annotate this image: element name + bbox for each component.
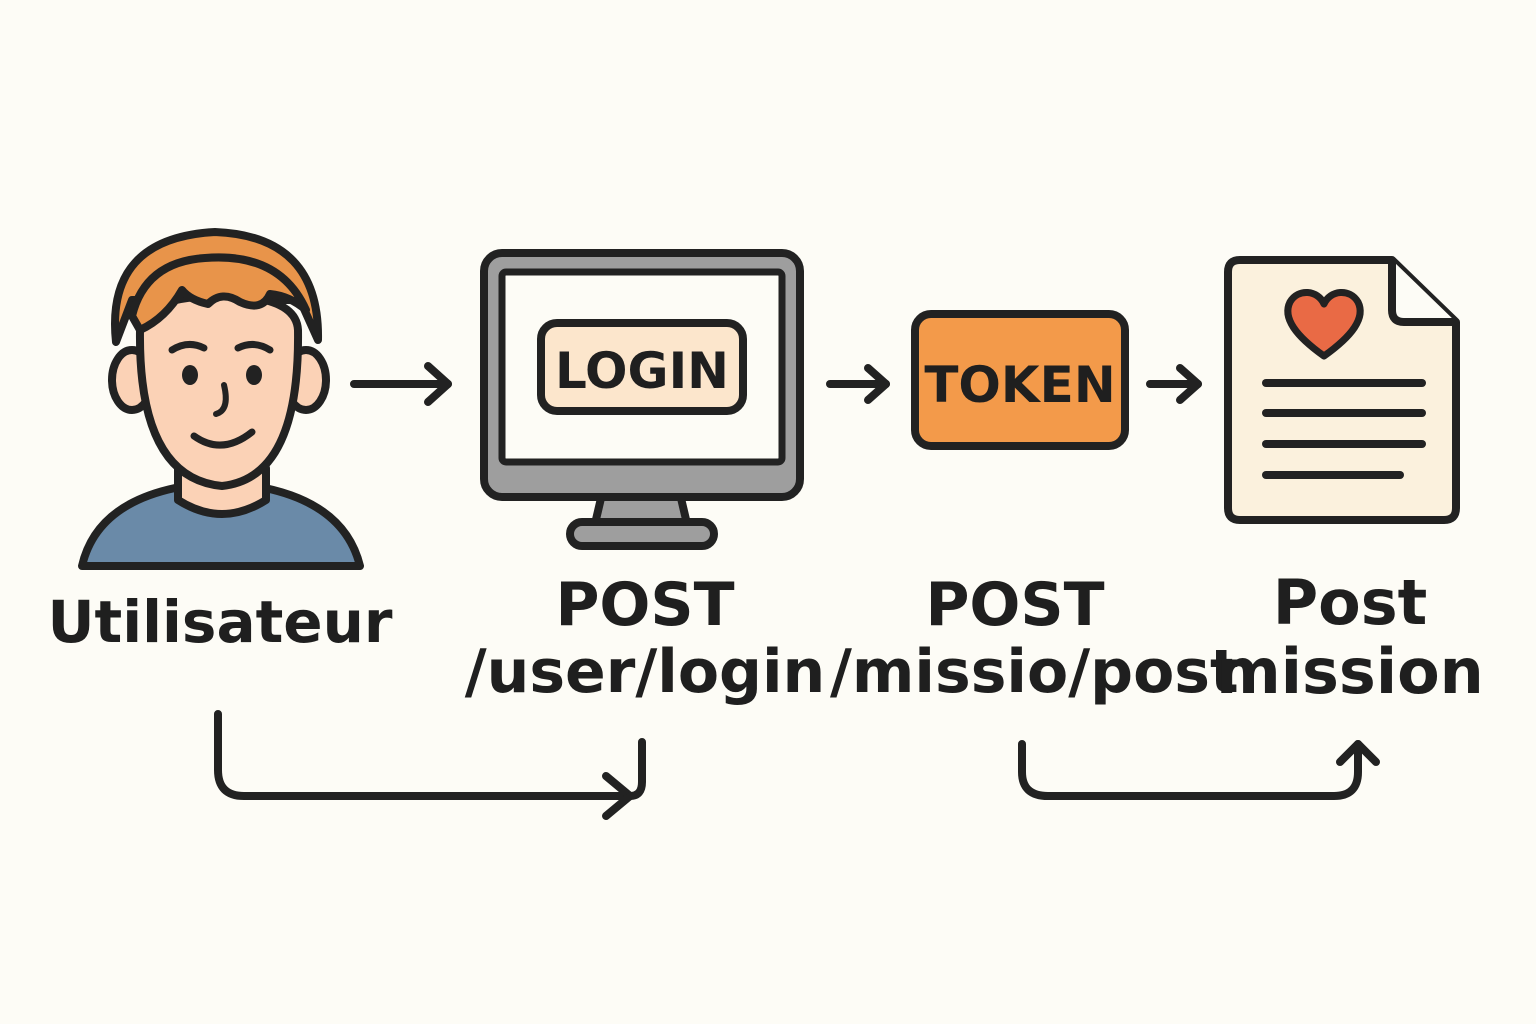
user-caption-text: Utilisateur — [47, 588, 393, 656]
token-label: TOKEN — [924, 356, 1115, 414]
post-mission-caption: Post mission — [1200, 568, 1500, 707]
heart-document-icon — [1224, 256, 1460, 524]
arrow-user-to-login — [350, 362, 452, 406]
arrow-mission-to-post-lower — [1018, 740, 1380, 800]
arrow-login-to-token — [826, 364, 890, 404]
login-button-label: LOGIN — [555, 342, 729, 400]
post-mission-line2: mission — [1216, 635, 1484, 709]
mission-endpoint-method: POST — [925, 570, 1105, 640]
login-endpoint-path: /user/login — [464, 637, 826, 708]
token-badge: TOKEN — [911, 310, 1129, 450]
post-mission-line1: Post — [1272, 566, 1428, 639]
mission-endpoint-caption: POST /missio/post — [830, 570, 1239, 708]
heart-icon — [1284, 289, 1364, 360]
user-avatar-icon — [78, 228, 364, 570]
arrow-user-to-login-lower — [214, 710, 646, 820]
login-endpoint-method: POST — [555, 570, 735, 640]
mission-endpoint-path: /missio/post — [830, 637, 1239, 708]
user-caption: Utilisateur — [40, 590, 400, 655]
login-button[interactable]: LOGIN — [537, 319, 747, 415]
arrow-token-to-document — [1146, 364, 1202, 404]
login-endpoint-caption: POST /user/login — [455, 570, 835, 708]
